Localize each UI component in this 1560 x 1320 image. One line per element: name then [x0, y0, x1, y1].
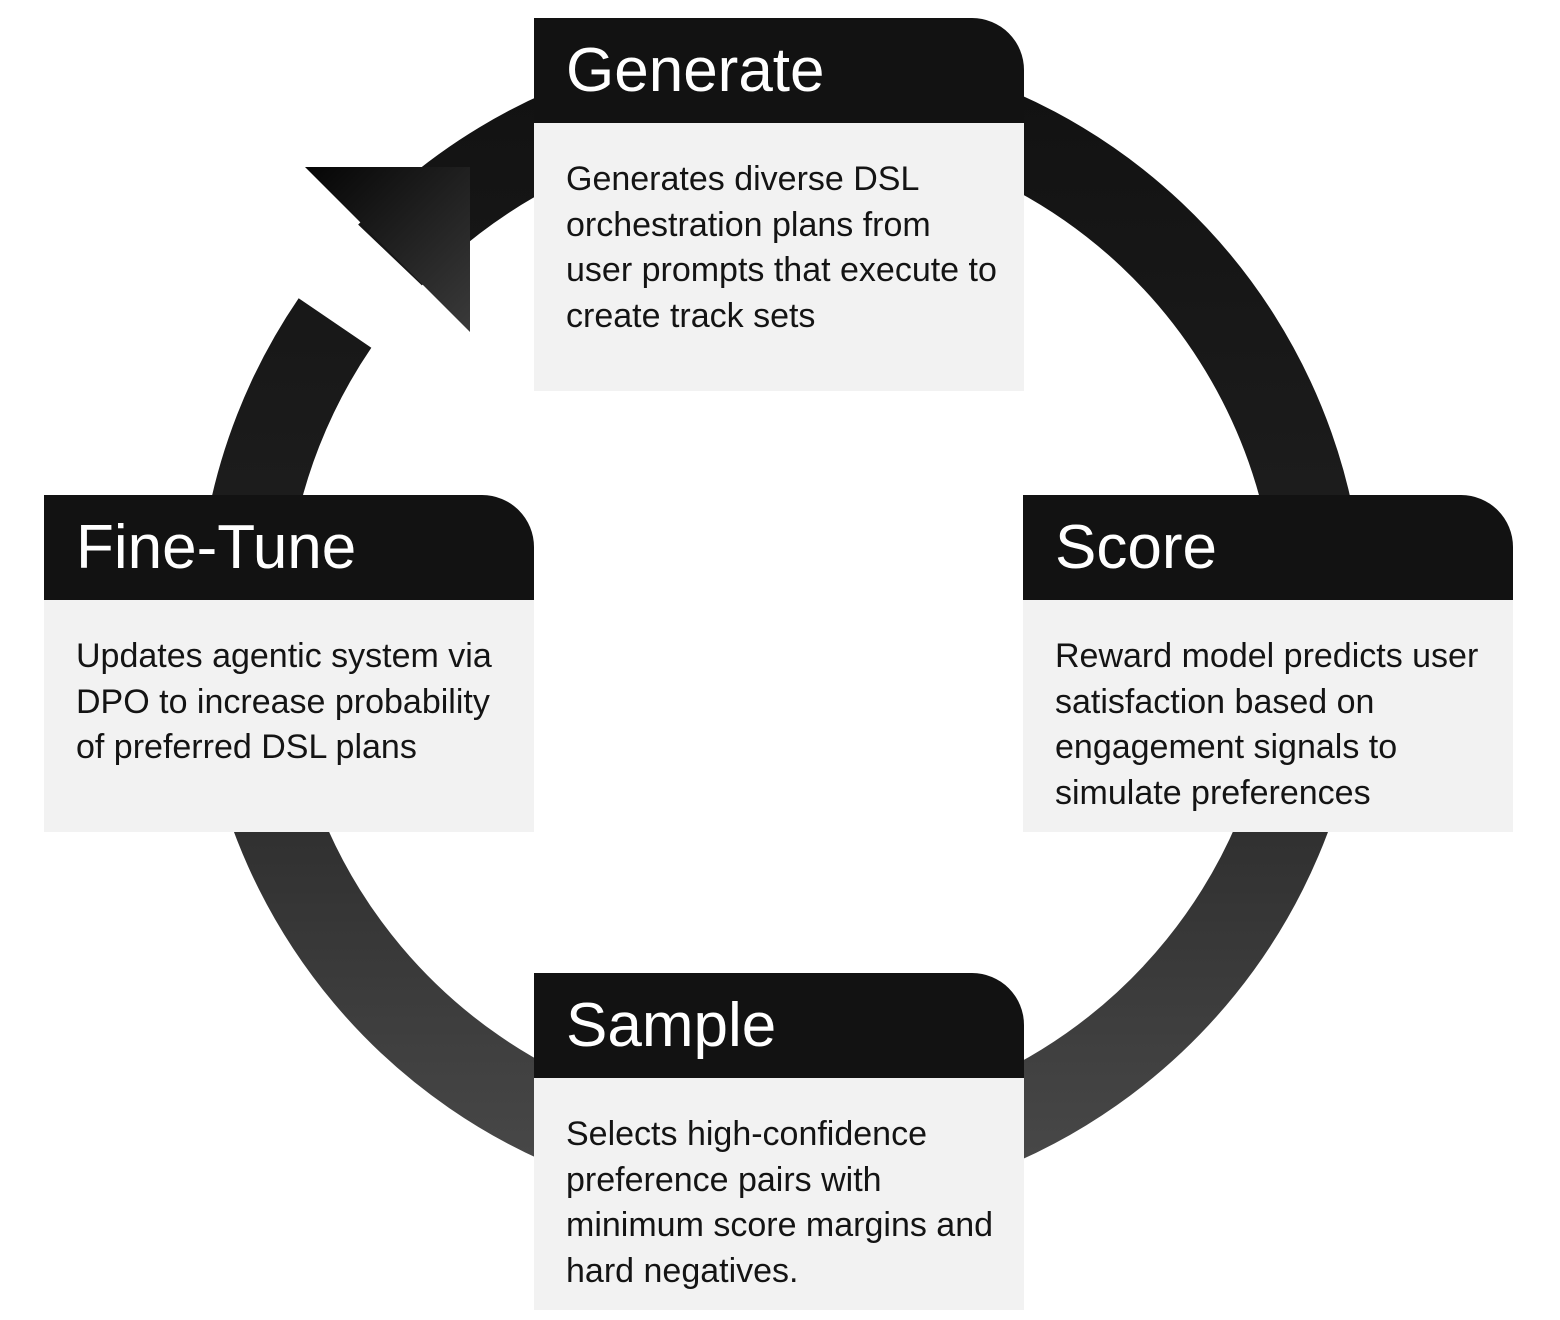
stage-title-sample: Sample [534, 973, 1024, 1078]
stage-card-score: Score Reward model predicts user satisfa… [1023, 495, 1513, 832]
stage-card-finetune: Fine-Tune Updates agentic system via DPO… [44, 495, 534, 832]
stage-card-generate: Generate Generates diverse DSL orchestra… [534, 18, 1024, 391]
arrow-head-icon [305, 167, 470, 332]
stage-description-score: Reward model predicts user satisfaction … [1023, 600, 1513, 832]
stage-description-generate: Generates diverse DSL orchestration plan… [534, 123, 1024, 391]
stage-card-sample: Sample Selects high-confidence preferenc… [534, 973, 1024, 1310]
stage-title-score: Score [1023, 495, 1513, 600]
stage-title-finetune: Fine-Tune [44, 495, 534, 600]
stage-description-finetune: Updates agentic system via DPO to increa… [44, 600, 534, 832]
stage-title-generate: Generate [534, 18, 1024, 123]
stage-description-sample: Selects high-confidence preference pairs… [534, 1078, 1024, 1310]
